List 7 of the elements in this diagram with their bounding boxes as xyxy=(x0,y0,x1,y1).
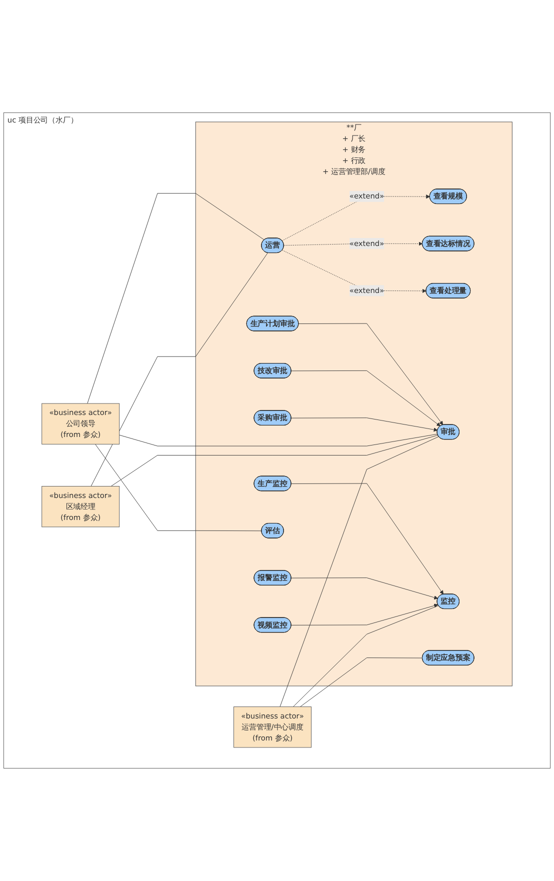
connector xyxy=(119,434,438,446)
connector xyxy=(110,434,438,486)
connector xyxy=(292,605,439,708)
connector xyxy=(95,444,262,532)
connector xyxy=(87,193,265,404)
connector xyxy=(90,252,268,486)
connector xyxy=(300,658,423,708)
